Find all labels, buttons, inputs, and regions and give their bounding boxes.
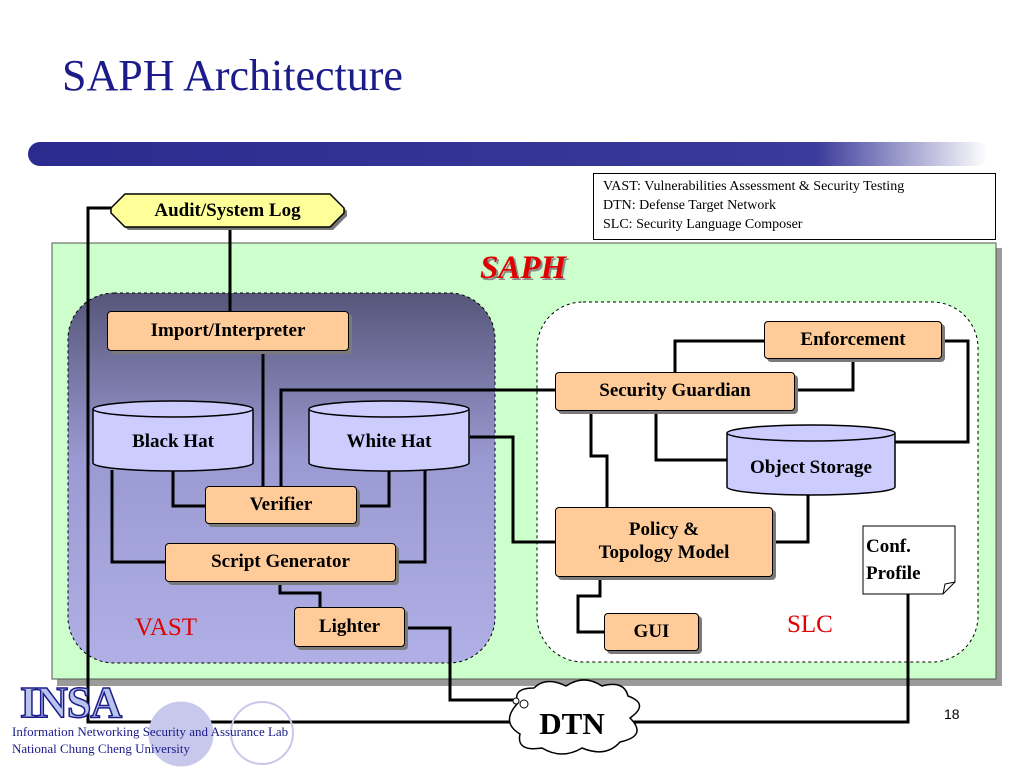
- enforcement-node: Enforcement: [764, 321, 942, 359]
- saph-region-label: SAPH: [480, 250, 567, 286]
- legend-item: VAST: Vulnerabilities Assessment & Secur…: [603, 179, 905, 194]
- connector-lines: [86, 206, 970, 724]
- object-storage-cylinder-shape: [726, 424, 896, 496]
- script-generator-node: Script Generator: [165, 543, 396, 582]
- gui-node: GUI: [604, 613, 699, 651]
- object-storage-node: Object Storage: [750, 457, 872, 478]
- import-interpreter-node: Import/Interpreter: [107, 311, 349, 351]
- acronym-legend: VAST: Vulnerabilities Assessment & Secur…: [593, 173, 996, 240]
- security-guardian-node: Security Guardian: [555, 372, 795, 411]
- slc-region-label: SLC: [787, 611, 833, 638]
- policy-topology-model-node: Policy & Topology Model: [555, 507, 773, 577]
- black-hat-cylinder-shape: [92, 400, 254, 472]
- lighter-node: Lighter: [294, 607, 405, 647]
- white-hat-cylinder-shape: [308, 400, 470, 472]
- white-hat-node: White Hat: [346, 431, 432, 452]
- verifier-node: Verifier: [205, 486, 357, 524]
- slide-title: SAPH Architecture: [62, 51, 403, 100]
- dtn-cloud-shape: [508, 679, 641, 755]
- policy-model-line2: Topology Model: [598, 542, 730, 563]
- policy-model-line1: Policy &: [628, 519, 700, 541]
- footer-lab-name: Information Networking Security and Assu…: [12, 724, 289, 739]
- vast-region-label: VAST: [135, 614, 198, 641]
- logo-circles: [148, 701, 294, 767]
- black-hat-node: Black Hat: [132, 431, 214, 452]
- audit-log-shape: [110, 193, 347, 230]
- conf-profile-line1: Conf.: [866, 536, 911, 557]
- legend-item: DTN: Defense Target Network: [603, 198, 777, 213]
- title-underline-bar: [28, 142, 988, 166]
- conf-profile-line2: Profile: [866, 563, 921, 584]
- insa-logo: INSA: [19, 677, 123, 728]
- legend-item: SLC: Security Language Composer: [603, 217, 803, 232]
- audit-system-log-node: Audit/System Log: [154, 199, 301, 221]
- conf-profile-node: Conf. Profile: [866, 533, 952, 587]
- dtn-node: DTN: [539, 706, 605, 741]
- page-number: 18: [944, 706, 960, 722]
- footer-university-name: National Chung Cheng University: [12, 741, 191, 756]
- conf-profile-shape: [862, 525, 956, 595]
